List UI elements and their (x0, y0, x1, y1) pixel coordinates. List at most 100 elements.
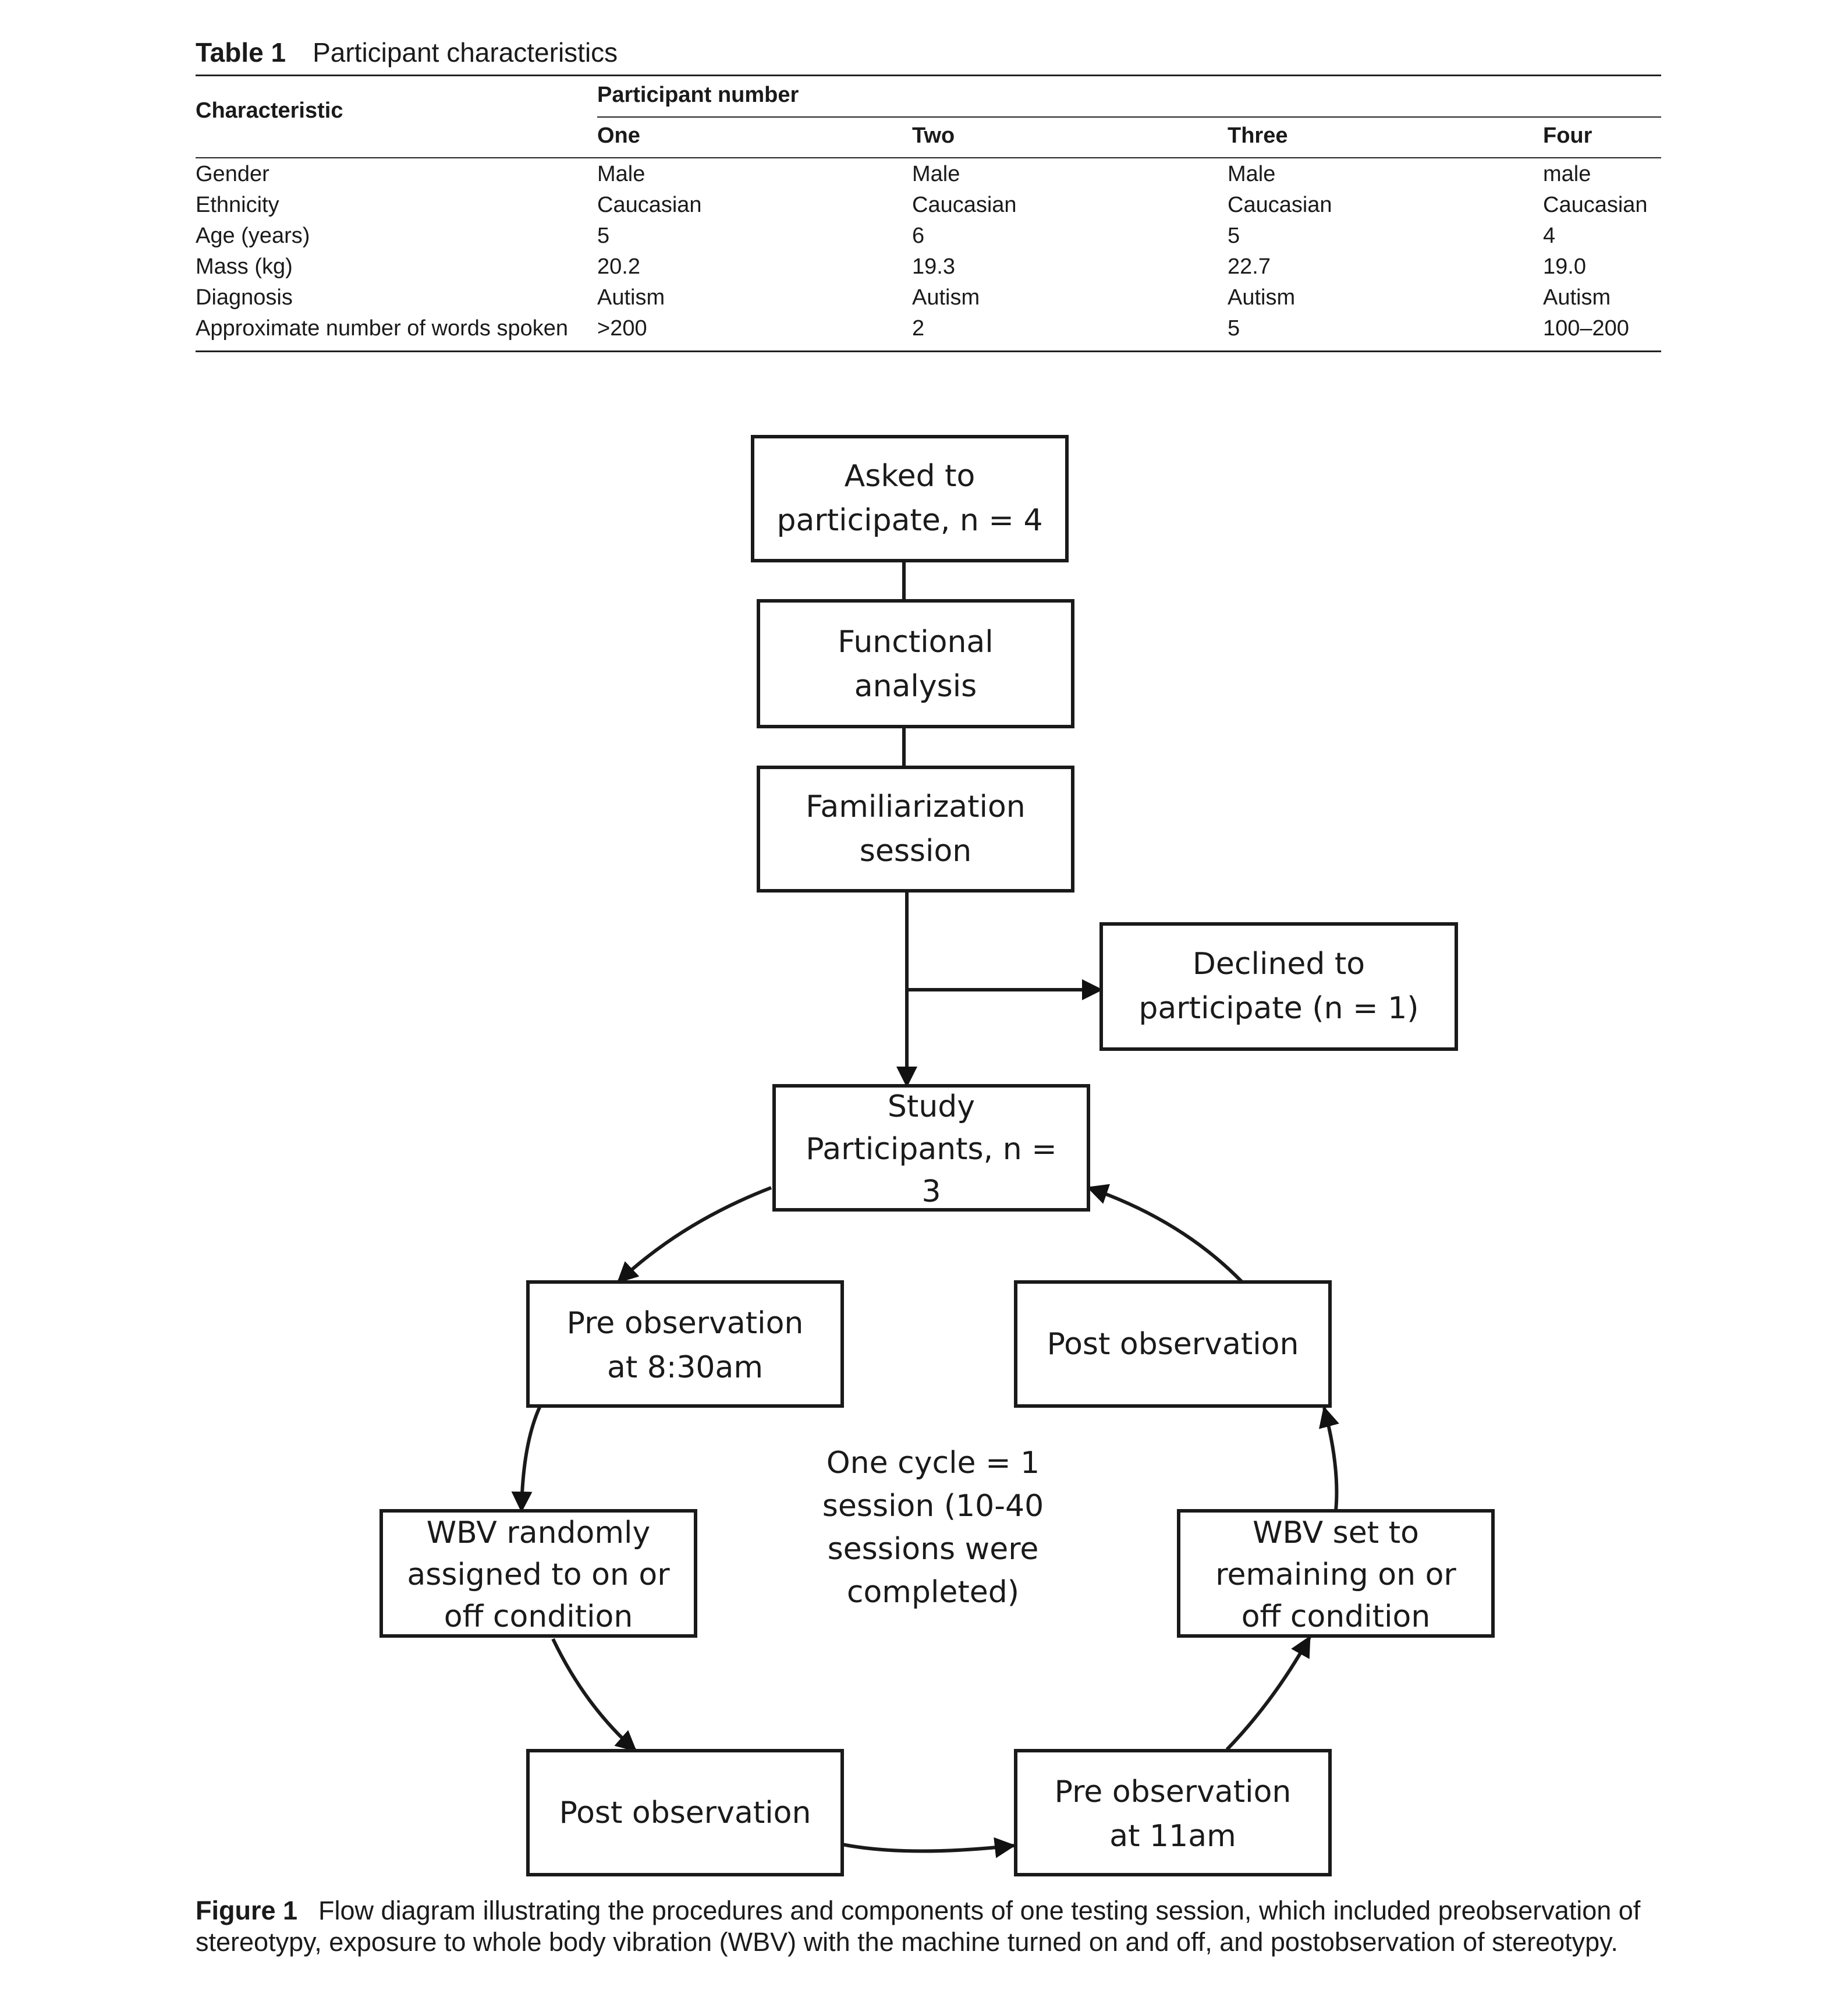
table-cell: 4 (1543, 224, 1556, 248)
box-label-line: 3 (921, 1174, 941, 1209)
row-label-ethnicity: Ethnicity (196, 193, 279, 217)
box-label-line: WBV set to (1253, 1515, 1419, 1550)
box-label-line: at 8:30am (607, 1350, 763, 1385)
box-label-line: Participants, n = (806, 1132, 1057, 1167)
box-label-line: Familiarization (806, 789, 1025, 824)
characteristic-header: Characteristic (196, 98, 343, 123)
connector-arrow (1225, 1635, 1311, 1751)
table-caption: Table 1 Participant characteristics (196, 35, 618, 70)
box-study-participants (772, 1084, 1090, 1212)
box-label-line: Declined to (1193, 947, 1365, 982)
box-label-line: Pre observation (567, 1306, 804, 1341)
table-cell: 6 (912, 224, 925, 248)
box-label-line: Study (888, 1089, 975, 1124)
figure-label: Figure 1 (196, 1896, 298, 1925)
table-cell: 19.0 (1543, 254, 1586, 279)
box-label-line: Post observation (559, 1795, 811, 1830)
box-declined-to-participate (1099, 922, 1458, 1051)
box-wbv-remaining-condition (1177, 1509, 1495, 1638)
table-cell: 5 (1228, 316, 1240, 341)
table-cell: >200 (597, 316, 647, 341)
table-label: Table 1 (196, 37, 286, 68)
box-label: Post observation (559, 1795, 811, 1830)
box-label-line: off condition (444, 1599, 633, 1634)
table-cell: Male (912, 162, 960, 186)
box-pre-observation-830 (526, 1280, 844, 1408)
cycle-note-line: completed) (847, 1575, 1019, 1610)
row-label-diagnosis: Diagnosis (196, 285, 293, 310)
participant-number-header: Participant number (597, 83, 799, 107)
box-label-line: at 11am (1109, 1819, 1236, 1854)
row-label-mass: Mass (kg) (196, 254, 293, 279)
table-group-rule (597, 116, 1661, 118)
table-cell: 22.7 (1228, 254, 1271, 279)
connector-arrow (1319, 1406, 1339, 1511)
table-cell: 100–200 (1543, 316, 1629, 341)
table-cell: 19.3 (912, 254, 955, 279)
box-label: Pre observation at 8:30am (567, 1306, 804, 1385)
column-header-two: Two (912, 123, 955, 148)
box-label-line: off condition (1242, 1599, 1431, 1634)
box-pre-observation-11am (1014, 1749, 1332, 1876)
box-label: Declined to participate (n = 1) (1138, 947, 1418, 1026)
table-cell: Autism (597, 285, 665, 310)
column-header-one: One (597, 123, 640, 148)
box-label-line: analysis (854, 669, 977, 704)
box-label-line: assigned to on or (407, 1557, 670, 1592)
box-label-line: participate, n = 4 (776, 503, 1042, 538)
cycle-note-line: sessions were (828, 1532, 1039, 1567)
box-wbv-randomly-assigned (379, 1509, 697, 1638)
connector-arrow (551, 1638, 637, 1752)
table-title: Participant characteristics (313, 37, 618, 68)
box-label-line: participate (n = 1) (1138, 991, 1418, 1026)
cycle-note-line: One cycle = 1 (827, 1446, 1040, 1481)
box-label-line: WBV randomly (427, 1515, 651, 1550)
box-label: WBV set to remaining on or off condition (1215, 1515, 1456, 1634)
table-cell: Caucasian (1228, 193, 1332, 217)
table-cell: male (1543, 162, 1591, 186)
box-label: Familiarization session (806, 789, 1025, 869)
box-post-observation-right (1014, 1280, 1332, 1408)
table-cell: 5 (597, 224, 610, 248)
box-label: Pre observation at 11am (1055, 1775, 1292, 1854)
table-cell: Autism (912, 285, 980, 310)
box-label: WBV randomly assigned to on or off conditi… (407, 1515, 670, 1634)
box-familiarization-session (757, 766, 1074, 893)
connector-arrow (1087, 1184, 1244, 1284)
box-label: Post observation (1047, 1327, 1299, 1362)
box-label-line: session (860, 834, 972, 869)
box-label-line: remaining on or (1215, 1557, 1456, 1592)
table-cell: Caucasian (912, 193, 1017, 217)
row-label-words-spoken: Approximate number of words spoken (196, 316, 568, 341)
box-label: Asked to participate, n = 4 (776, 459, 1042, 538)
figure-caption-text: Flow diagram illustrating the procedures… (196, 1896, 1641, 1957)
table-cell: Autism (1228, 285, 1296, 310)
table-bottom-rule (196, 350, 1661, 352)
table-top-rule (196, 75, 1661, 76)
connector-arrow (616, 1186, 772, 1284)
table-cell: Male (597, 162, 645, 186)
box-label-line: Asked to (845, 459, 976, 494)
connector-arrow (511, 1405, 542, 1513)
box-post-observation-left (526, 1749, 844, 1876)
table-cell: 2 (912, 316, 925, 341)
column-header-three: Three (1228, 123, 1288, 148)
table-cell: Caucasian (1543, 193, 1648, 217)
table-cell: 5 (1228, 224, 1240, 248)
box-asked-to-participate (751, 435, 1069, 562)
cycle-note: One cycle = 1 session (10-40 sessions were… (822, 1446, 1044, 1610)
connector-arrow (842, 1837, 1016, 1858)
table-header-rule (196, 157, 1661, 158)
row-label-age: Age (years) (196, 224, 310, 248)
box-label-line: Post observation (1047, 1327, 1299, 1362)
column-header-four: Four (1543, 123, 1592, 148)
table-cell: Caucasian (597, 193, 702, 217)
table-cell: Male (1228, 162, 1276, 186)
box-label-line: Pre observation (1055, 1775, 1292, 1809)
table-cell: 20.2 (597, 254, 640, 279)
table-cell: Autism (1543, 285, 1611, 310)
cycle-note-line: session (10-40 (822, 1489, 1044, 1524)
